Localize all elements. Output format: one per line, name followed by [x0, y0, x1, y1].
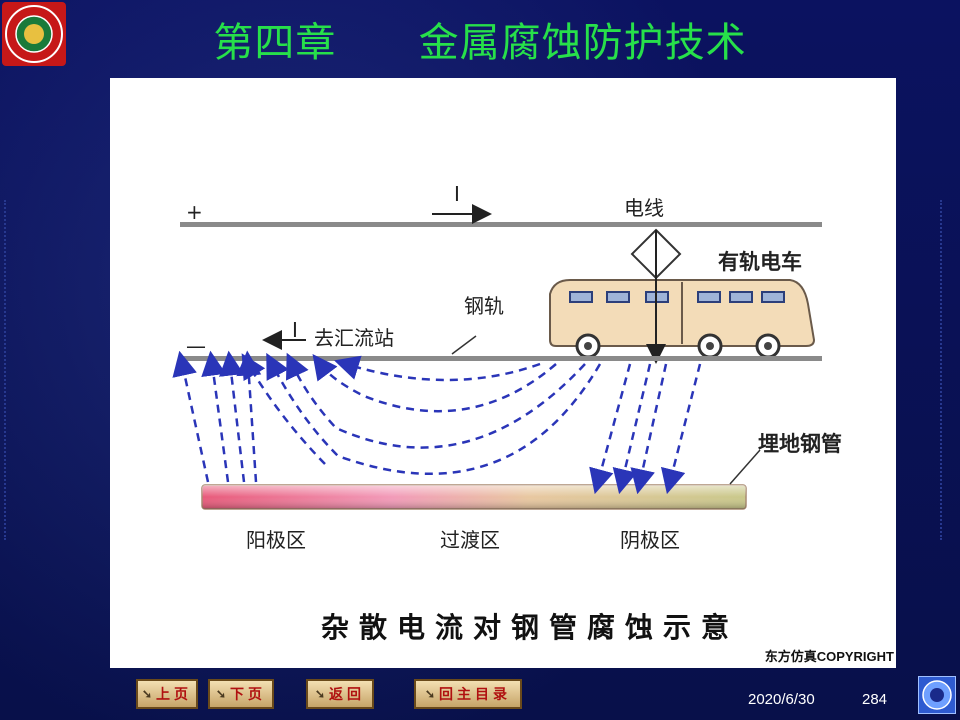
steel-rail	[180, 356, 822, 361]
arrow-icon: ➘	[141, 687, 153, 701]
slide-title: 第四章 金属腐蚀防护技术	[213, 20, 747, 66]
overhead-wire	[180, 222, 822, 227]
rail-leader-line	[451, 335, 477, 355]
next-page-button[interactable]: ➘ 下页	[208, 679, 274, 709]
right-side-decoration	[940, 200, 956, 540]
pipe-label: 埋地钢管	[758, 432, 842, 456]
plus-sign: +	[186, 200, 203, 224]
rail-label: 钢轨	[464, 294, 504, 318]
next-page-label: 下页	[230, 687, 267, 703]
tram-label: 有轨电车	[718, 250, 802, 274]
arrow-icon: ➘	[424, 687, 436, 701]
copyright-text: 东方仿真COPYRIGHT	[764, 649, 894, 664]
university-logo	[2, 2, 66, 66]
footer-page-number: 284	[862, 691, 888, 708]
home-menu-button[interactable]: ➘ 回主目录	[414, 679, 522, 709]
to-station-label: 去汇流站	[314, 326, 394, 350]
back-label: 返回	[329, 687, 366, 703]
footer-date: 2020/6/30	[748, 691, 815, 708]
anode-zone-label: 阳极区	[246, 528, 306, 552]
home-menu-label: 回主目录	[439, 687, 512, 703]
transition-zone-label: 过渡区	[440, 528, 500, 552]
pipe-leader-line	[729, 449, 761, 485]
cathode-zone-label: 阴极区	[620, 528, 680, 552]
arrow-icon: ➘	[215, 687, 227, 701]
current-label-bottom: I	[292, 318, 298, 342]
figure-caption: 杂散电流对钢管腐蚀示意	[320, 611, 739, 644]
arrow-icon: ➘	[314, 687, 326, 701]
current-label-top: I	[454, 182, 460, 206]
stray-current-lines	[172, 350, 702, 495]
prev-page-button[interactable]: ➘ 上页	[136, 679, 198, 709]
prev-page-label: 上页	[156, 687, 193, 703]
left-side-decoration	[4, 200, 20, 540]
figure-diagram	[172, 204, 822, 510]
wire-label: 电线	[624, 196, 664, 220]
back-button[interactable]: ➘ 返回	[306, 679, 374, 709]
logo-emblem-icon	[5, 5, 63, 63]
corner-emblem-icon[interactable]	[918, 676, 956, 714]
tram	[549, 279, 816, 359]
stray-current-figure: + — I I 去汇流站 电线 有轨电车 钢轨 埋地钢管 阳极区 过渡区 阴极区…	[110, 78, 896, 668]
minus-sign: —	[186, 334, 206, 358]
